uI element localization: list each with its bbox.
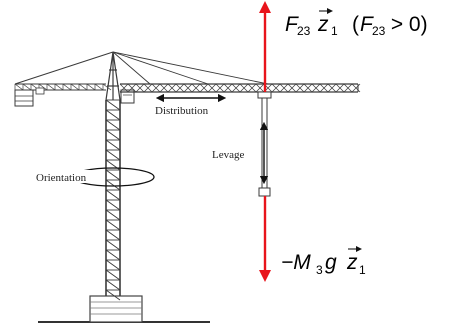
force-up-condition-subscript: 23 [372, 24, 386, 38]
force-up-symbol: F [285, 13, 299, 36]
force-down-vector-subscript: 1 [359, 263, 366, 277]
crane-head [105, 51, 135, 104]
orientation-label: Orientation [36, 172, 87, 184]
counter-jib [14, 51, 114, 107]
levage-label: Levage [212, 149, 244, 161]
force-down-subscript: 3 [316, 263, 323, 277]
force-up-condition-rest: > 0) [385, 13, 428, 36]
force-up-vector: z [317, 13, 329, 36]
trolley [257, 91, 272, 99]
force-up-subscript: 23 [297, 24, 311, 38]
force-down-label: −M 3 g z 1 [281, 246, 366, 277]
crane-base [89, 295, 143, 323]
main-jib [112, 51, 361, 93]
distribution-label: Distribution [155, 105, 209, 117]
force-up-condition-symbol: F [360, 13, 374, 36]
force-up-vector-subscript: 1 [331, 24, 338, 38]
force-down-vector: z [346, 251, 358, 274]
force-up-label: F 23 z 1 ( F 23 > 0) [285, 8, 428, 38]
force-up-condition-open: ( [352, 13, 359, 36]
force-down-g: g [325, 251, 337, 274]
force-down-prefix: −M [281, 251, 311, 274]
crane-mast [105, 99, 121, 301]
